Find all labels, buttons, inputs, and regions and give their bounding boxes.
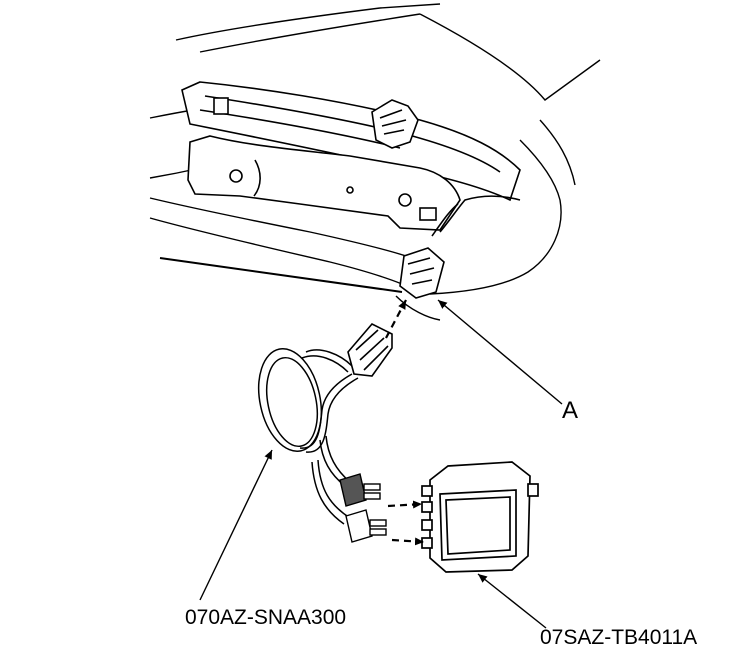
callout-a-label: A [562, 397, 579, 424]
test-box-part-number: 07SAZ-TB4011A [540, 626, 698, 649]
harness-tool-part-number: 070AZ-SNAA300 [185, 606, 347, 629]
connection-arrows [385, 299, 425, 546]
vehicle-connector [371, 99, 521, 299]
frame-rail [181, 81, 521, 231]
harness-tool-connector [347, 323, 393, 377]
connector-lock-arc [395, 295, 441, 321]
test-box [421, 461, 539, 573]
banana-plug-lower [345, 509, 387, 543]
leader-lines [199, 299, 563, 629]
vehicle-underbody-panel [149, 3, 601, 295]
harness-tool [257, 348, 359, 525]
banana-plug-upper [339, 473, 381, 507]
